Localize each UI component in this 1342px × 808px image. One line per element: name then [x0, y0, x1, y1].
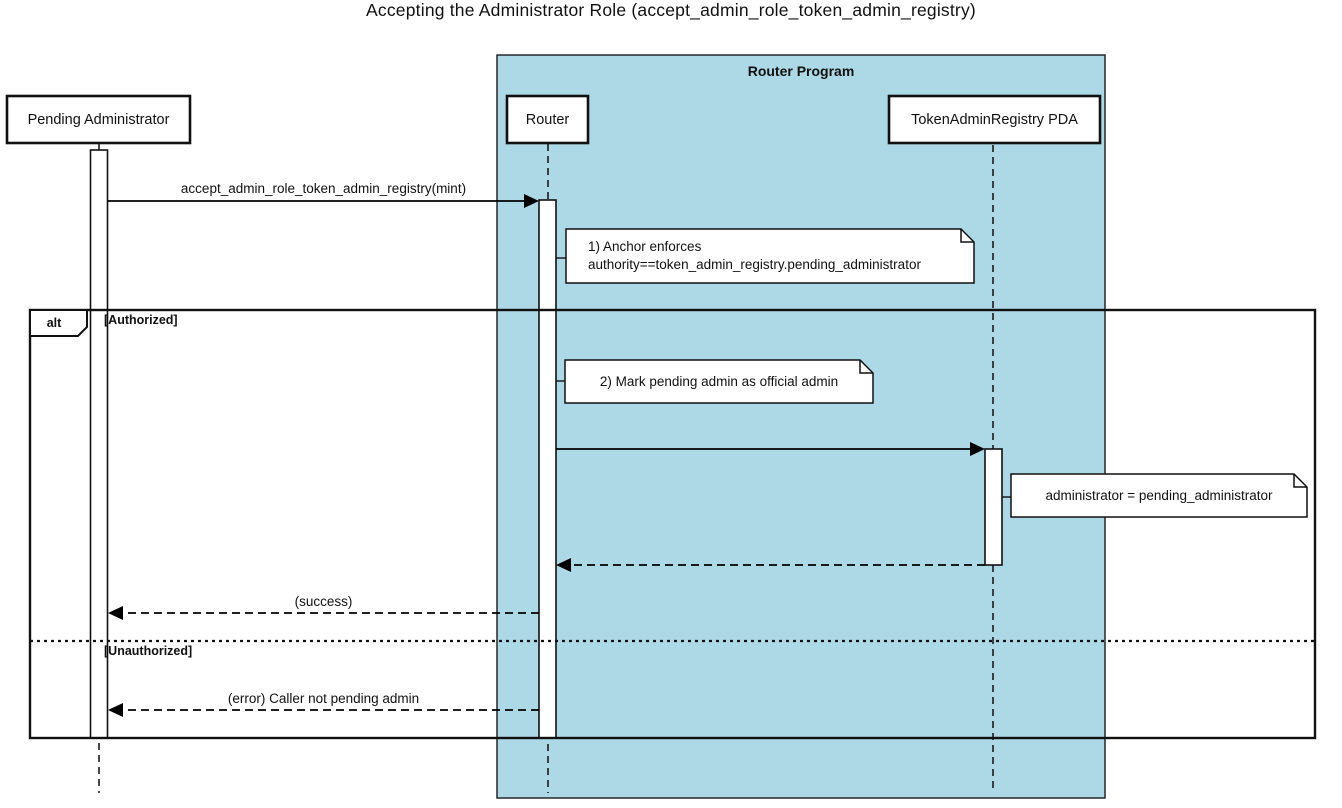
participant-label-token-admin-registry-pda: TokenAdminRegistry PDA	[911, 111, 1078, 128]
diagram-title: Accepting the Administrator Role (accept…	[366, 0, 976, 20]
note3-text: administrator = pending_administrator	[1045, 487, 1273, 503]
participant-box-token-admin-registry-pda	[887, 94, 1102, 145]
note1-fold-icon	[960, 229, 974, 243]
note1-line2: authority==token_admin_registry.pending_…	[588, 257, 921, 272]
participant-box-router	[505, 94, 590, 145]
alt-operator-pentagon	[29, 309, 88, 337]
arrowhead-accept-admin-role	[524, 194, 539, 208]
guard-authorized: [Authorized]	[104, 313, 178, 327]
message-label-error: (error) Caller not pending admin	[227, 691, 420, 706]
note3-fold-icon	[1293, 474, 1307, 488]
participant-label-pending-administrator: Pending Administrator	[27, 111, 170, 128]
note2-text: 2) Mark pending admin as official admin	[599, 373, 839, 389]
note2-fold-icon	[859, 360, 873, 374]
arrowhead-pda-to-router	[556, 558, 571, 572]
activation-bar-router	[538, 199, 557, 739]
arrowhead-success	[108, 606, 123, 620]
arrowhead-error	[108, 703, 123, 717]
note1-text: 1) Anchor enforces authority==token_admi…	[588, 229, 921, 283]
router-program-label: Router Program	[747, 63, 855, 79]
message-label-accept-admin-role: accept_admin_role_token_admin_registry(m…	[180, 181, 467, 196]
router-program-container	[496, 54, 1106, 799]
alt-frame	[28, 308, 1317, 740]
note1-line1: 1) Anchor enforces	[588, 239, 702, 254]
note2-shape	[564, 359, 874, 404]
participant-label-router: Router	[525, 111, 570, 128]
activation-bar-token-admin-registry-pda	[984, 448, 1003, 566]
guard-unauthorized: [Unauthorized]	[104, 644, 193, 658]
message-label-success: (success)	[294, 594, 353, 609]
arrowhead-router-to-pda	[970, 442, 985, 456]
note1-shape	[565, 228, 975, 284]
note3-shape	[1010, 473, 1308, 518]
participant-box-pending-administrator	[5, 94, 192, 145]
alt-operator-label: alt	[46, 315, 62, 330]
